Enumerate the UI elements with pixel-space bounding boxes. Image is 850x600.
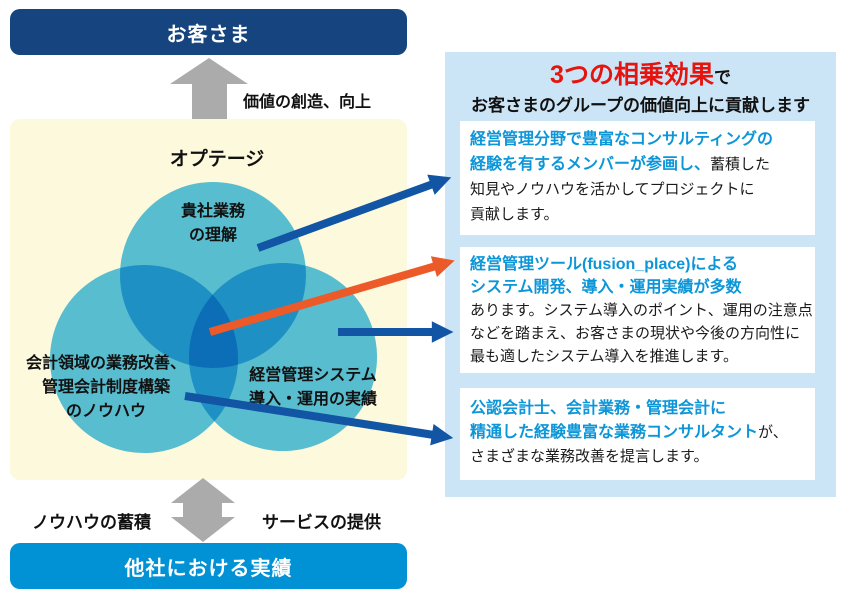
value-creation-label: 価値の創造、向上 bbox=[243, 94, 372, 111]
info-box-accountants: 公認会計士、会計業務・管理会計に精通した経験豊富な業務コンサルタントが、さまざま… bbox=[460, 388, 815, 480]
text-line: 最も適したシステム導入を推進します。 bbox=[470, 348, 739, 365]
text-line: 精通した経験豊富な業務コンサルタントが、 bbox=[470, 424, 788, 441]
text-line: 経営管理分野で豊富なコンサルティングの bbox=[470, 131, 774, 148]
text-line: 会計領域の業務改善、 bbox=[25, 355, 187, 372]
text-line: システム開発、導入・運用実績が多数 bbox=[470, 279, 742, 296]
synergy-title-highlight: 3つの相乗効果 bbox=[550, 61, 714, 89]
text-line: あります。システム導入のポイント、運用の注意点 bbox=[470, 302, 813, 319]
others-track-record-label: 他社における実績 bbox=[124, 557, 293, 580]
customer-label: お客さま bbox=[166, 23, 251, 46]
venn-diagram bbox=[10, 119, 407, 480]
top-circle-label: 貴社業務の理解 bbox=[181, 200, 245, 248]
synergy-panel: 3つの相乗効果で お客さまのグループの価値向上に貢献します 経営管理分野で豊富な… bbox=[445, 52, 836, 497]
company-title: オプテージ bbox=[169, 149, 265, 170]
synergy-title: 3つの相乗効果で bbox=[445, 52, 836, 94]
text-line: 経験を有するメンバーが参画し、蓄積した bbox=[470, 156, 771, 173]
info-box-system-tool: 経営管理ツール(fusion_place)によるシステム開発、導入・運用実績が多… bbox=[460, 247, 815, 373]
text-line: 経営管理システム bbox=[249, 367, 377, 384]
text-line: 知見やノウハウを活かしてプロジェクトに bbox=[470, 181, 755, 198]
optage-area bbox=[10, 119, 407, 480]
value-creation-arrow bbox=[170, 58, 248, 119]
text-line: 経営管理ツール(fusion_place)による bbox=[470, 256, 738, 273]
others-track-record-box: 他社における実績 bbox=[10, 543, 407, 589]
text-line: 導入・運用の実績 bbox=[248, 391, 378, 408]
circle-system-experience bbox=[189, 263, 377, 451]
text-line: のノウハウ bbox=[65, 403, 147, 420]
text-line: の理解 bbox=[188, 227, 238, 244]
knowhow-service-double-arrow bbox=[171, 478, 235, 542]
left-circle-label: 会計領域の業務改善、管理会計制度構築のノウハウ bbox=[26, 352, 186, 424]
text-line: 貢献します。 bbox=[470, 206, 559, 223]
synergy-subtitle: お客さまのグループの価値向上に貢献します bbox=[471, 96, 810, 115]
text-line: 管理会計制度構築 bbox=[41, 379, 171, 396]
customer-box: お客さま bbox=[10, 9, 407, 55]
text-line: さまざまな業務改善を提言します。 bbox=[470, 448, 709, 465]
right-circle-label: 経営管理システム導入・運用の実績 bbox=[249, 364, 377, 412]
info-box-consulting: 経営管理分野で豊富なコンサルティングの経験を有するメンバーが参画し、蓄積した知見… bbox=[460, 121, 815, 235]
text-line: 公認会計士、会計業務・管理会計に bbox=[470, 400, 727, 417]
synergy-title-tail: で bbox=[713, 68, 731, 87]
text-line: などを踏まえ、お客さまの現状や今後の方向性に bbox=[470, 325, 801, 342]
service-provision-label: サービスの提供 bbox=[262, 513, 381, 532]
knowhow-accumulation-label: ノウハウの蓄積 bbox=[32, 513, 151, 532]
text-line: 貴社業務 bbox=[180, 203, 246, 220]
